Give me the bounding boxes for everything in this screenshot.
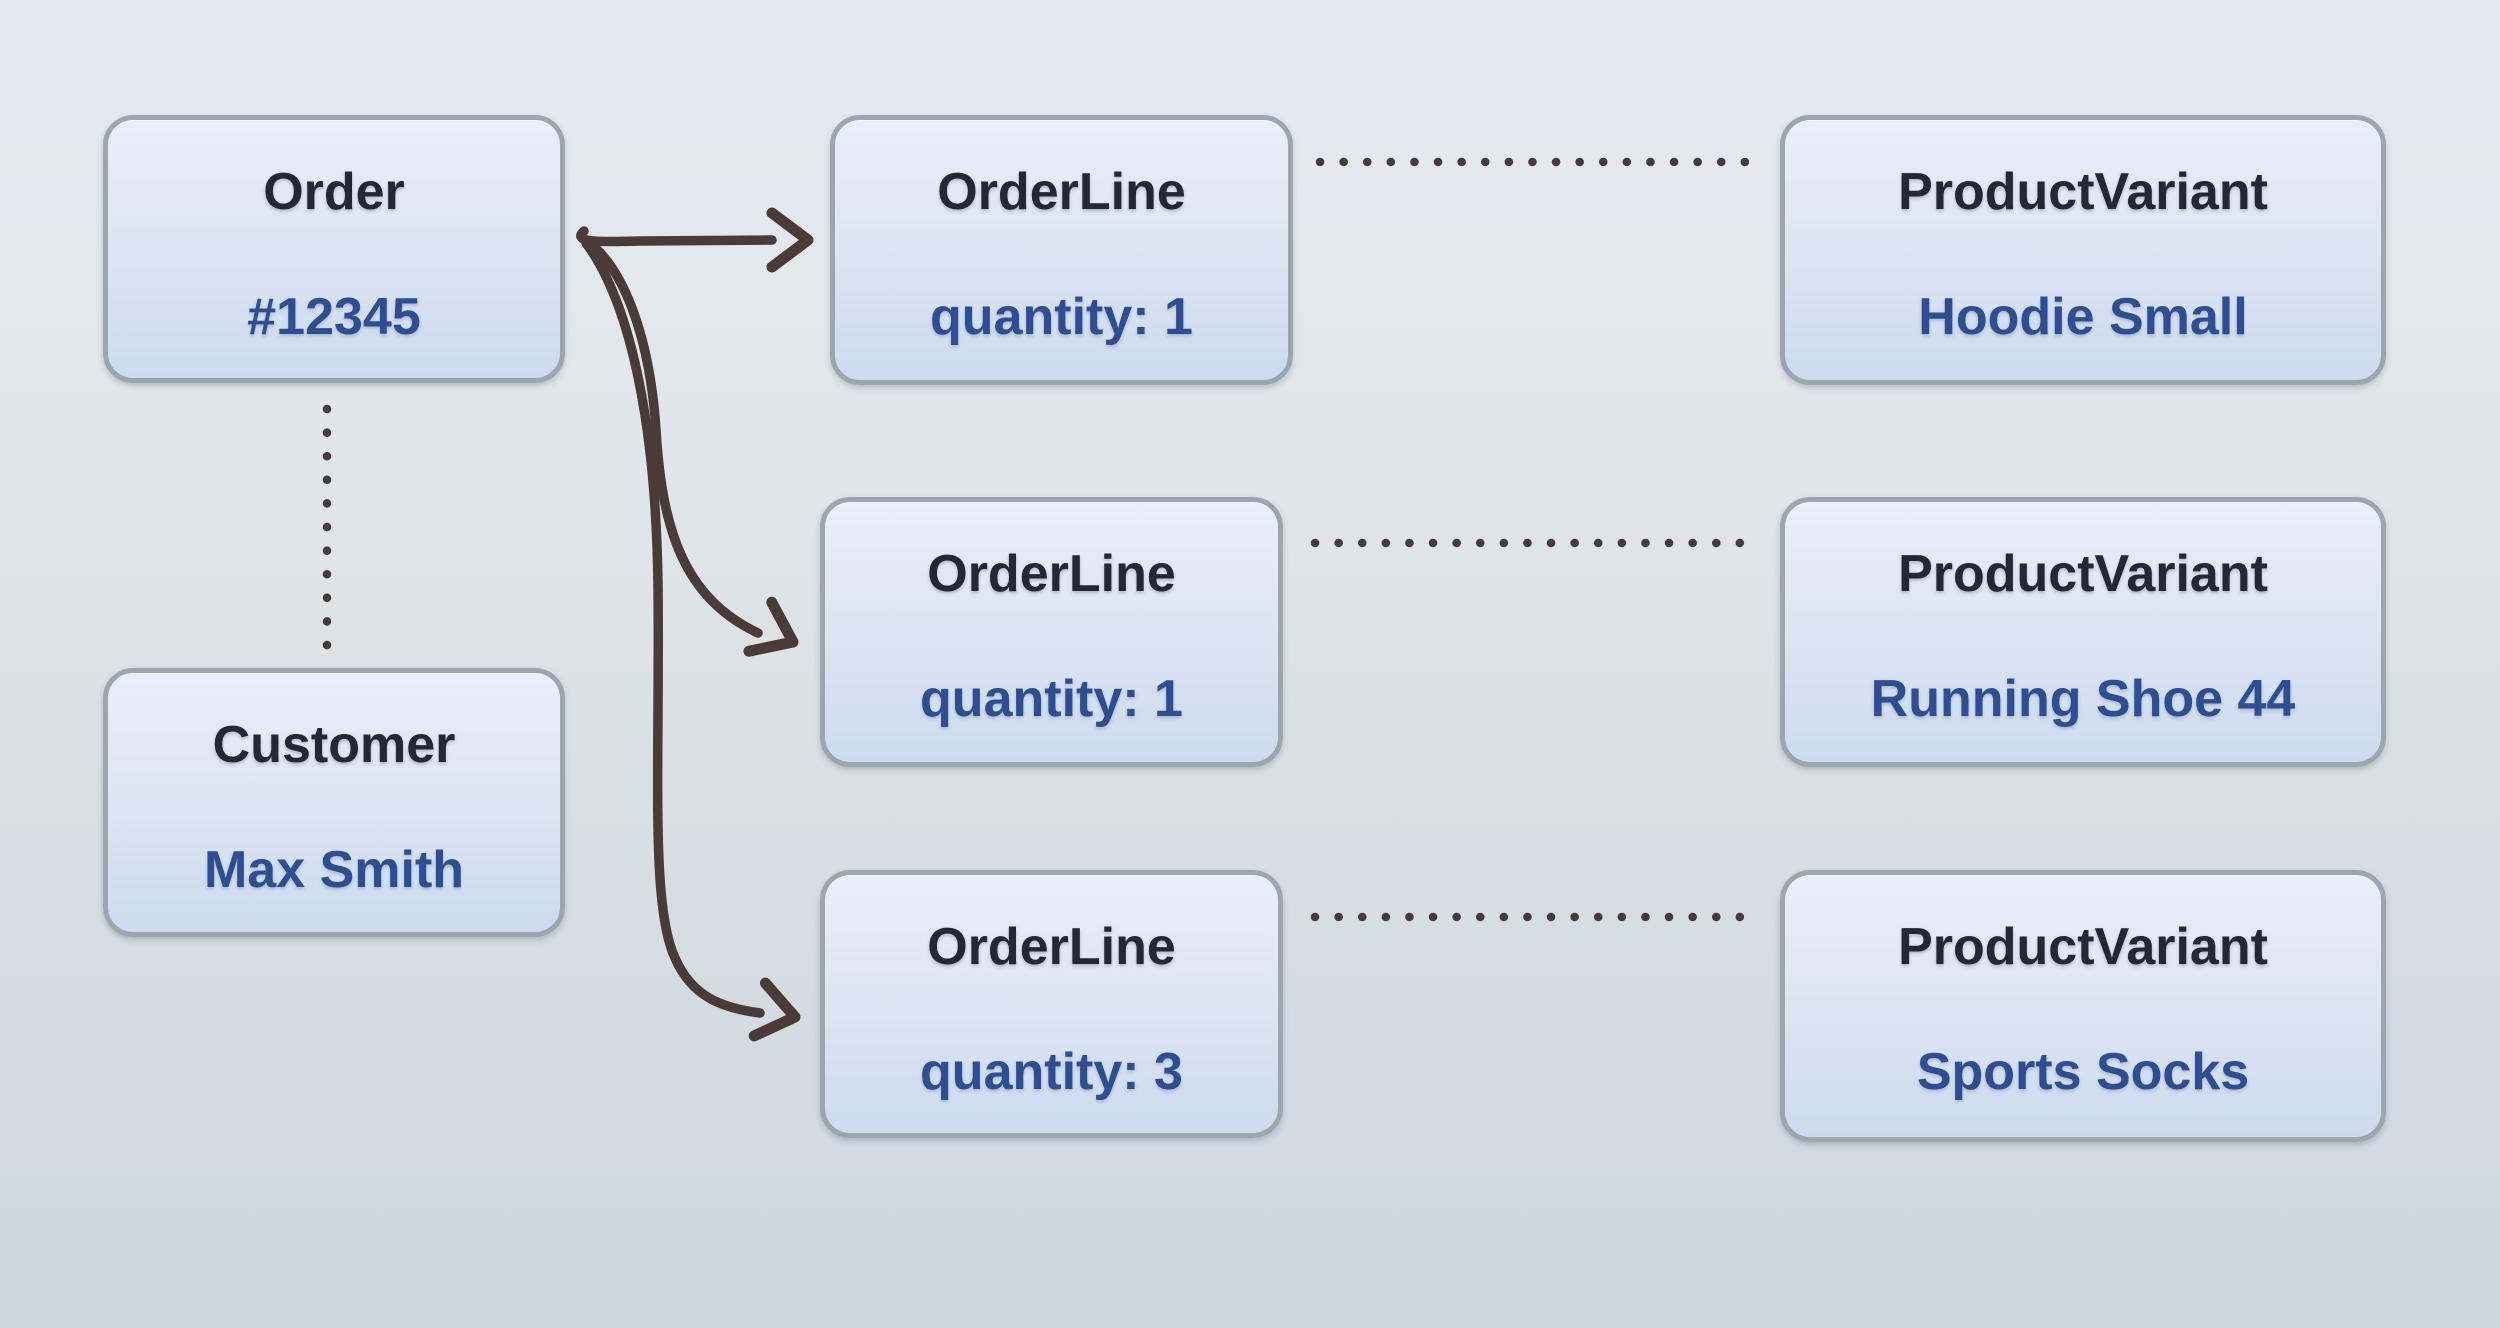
node-order-line-2-title: OrderLine: [927, 545, 1176, 603]
node-product-variant-3: ProductVariant Sports Socks: [1780, 870, 2386, 1142]
node-order-line-3-title: OrderLine: [927, 918, 1176, 976]
arrowhead-orderline2-icon: [743, 596, 799, 657]
node-order-line-2: OrderLine quantity: 1: [820, 497, 1283, 767]
node-product-variant-2-title: ProductVariant: [1898, 545, 2268, 603]
node-order-title: Order: [263, 163, 405, 221]
node-order-value: #12345: [247, 288, 421, 346]
node-order: Order #12345: [103, 115, 565, 383]
node-customer: Customer Max Smith: [103, 668, 565, 937]
node-customer-title: Customer: [212, 716, 456, 774]
node-order-line-3: OrderLine quantity: 3: [820, 870, 1283, 1138]
arrowhead-orderline3-icon: [748, 977, 801, 1042]
order-orderline1-arrow: [576, 226, 777, 247]
node-product-variant-3-value: Sports Socks: [1916, 1043, 2250, 1101]
node-product-variant-1-value: Hoodie Small: [1918, 288, 2248, 346]
order-orderline3-arrow: [581, 238, 765, 1018]
node-product-variant-1-title: ProductVariant: [1898, 163, 2268, 221]
arrowhead-orderline1-icon: [766, 207, 814, 273]
node-product-variant-2-value: Running Shoe 44: [1870, 670, 2296, 728]
node-product-variant-2: ProductVariant Running Shoe 44: [1780, 497, 2386, 767]
node-product-variant-3-title: ProductVariant: [1898, 918, 2268, 976]
node-order-line-3-value: quantity: 3: [920, 1043, 1183, 1101]
node-order-line-1-value: quantity: 1: [930, 288, 1193, 346]
node-order-line-1: OrderLine quantity: 1: [830, 115, 1293, 385]
order-orderline2-arrow: [581, 235, 763, 638]
node-order-line-1-title: OrderLine: [937, 163, 1186, 221]
node-product-variant-1: ProductVariant Hoodie Small: [1780, 115, 2386, 385]
node-order-line-2-value: quantity: 1: [920, 670, 1183, 728]
node-customer-value: Max Smith: [203, 841, 465, 899]
